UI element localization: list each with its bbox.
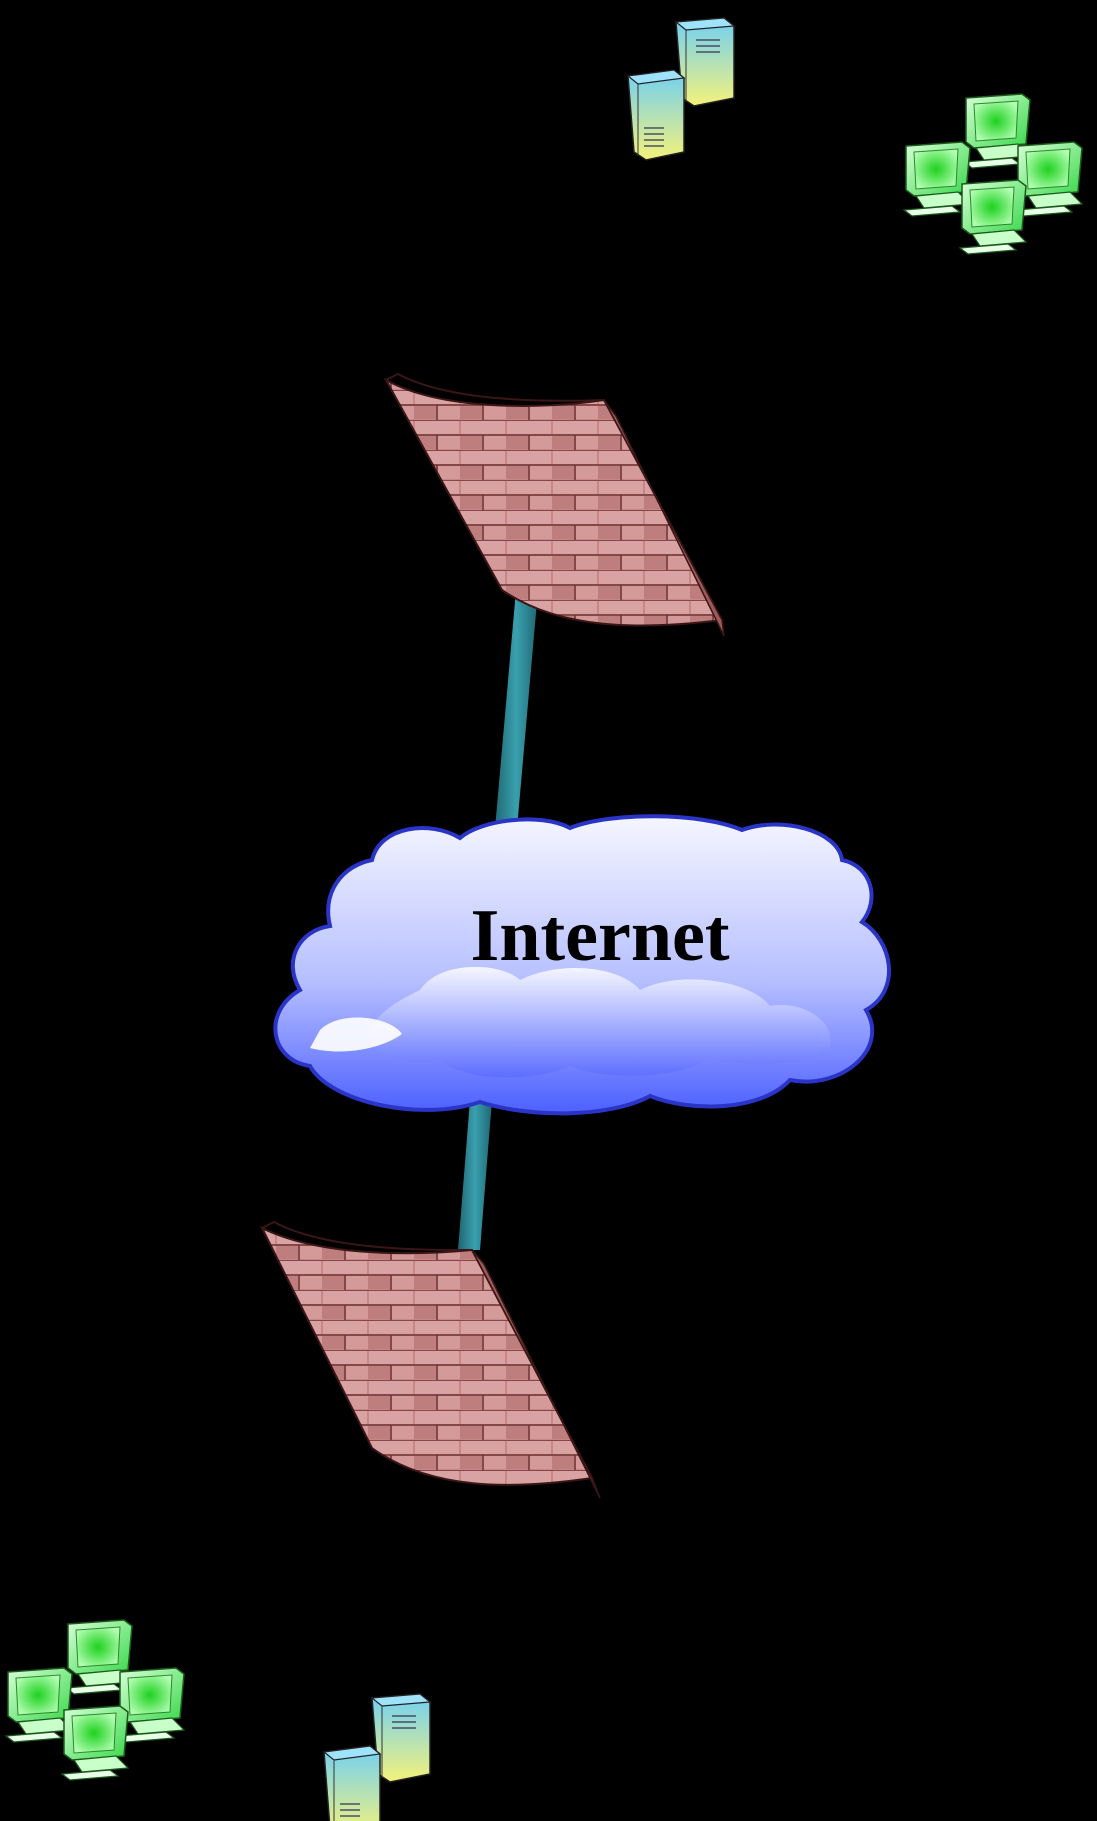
firewall-icon	[383, 372, 725, 637]
firewall-icon	[259, 1220, 601, 1499]
cloud-icon: Internet	[273, 814, 891, 1116]
link-internet-to-firewall-bottom	[458, 1100, 492, 1250]
cloud-label: Internet	[471, 895, 730, 977]
link-firewall-top-to-internet	[494, 590, 538, 840]
